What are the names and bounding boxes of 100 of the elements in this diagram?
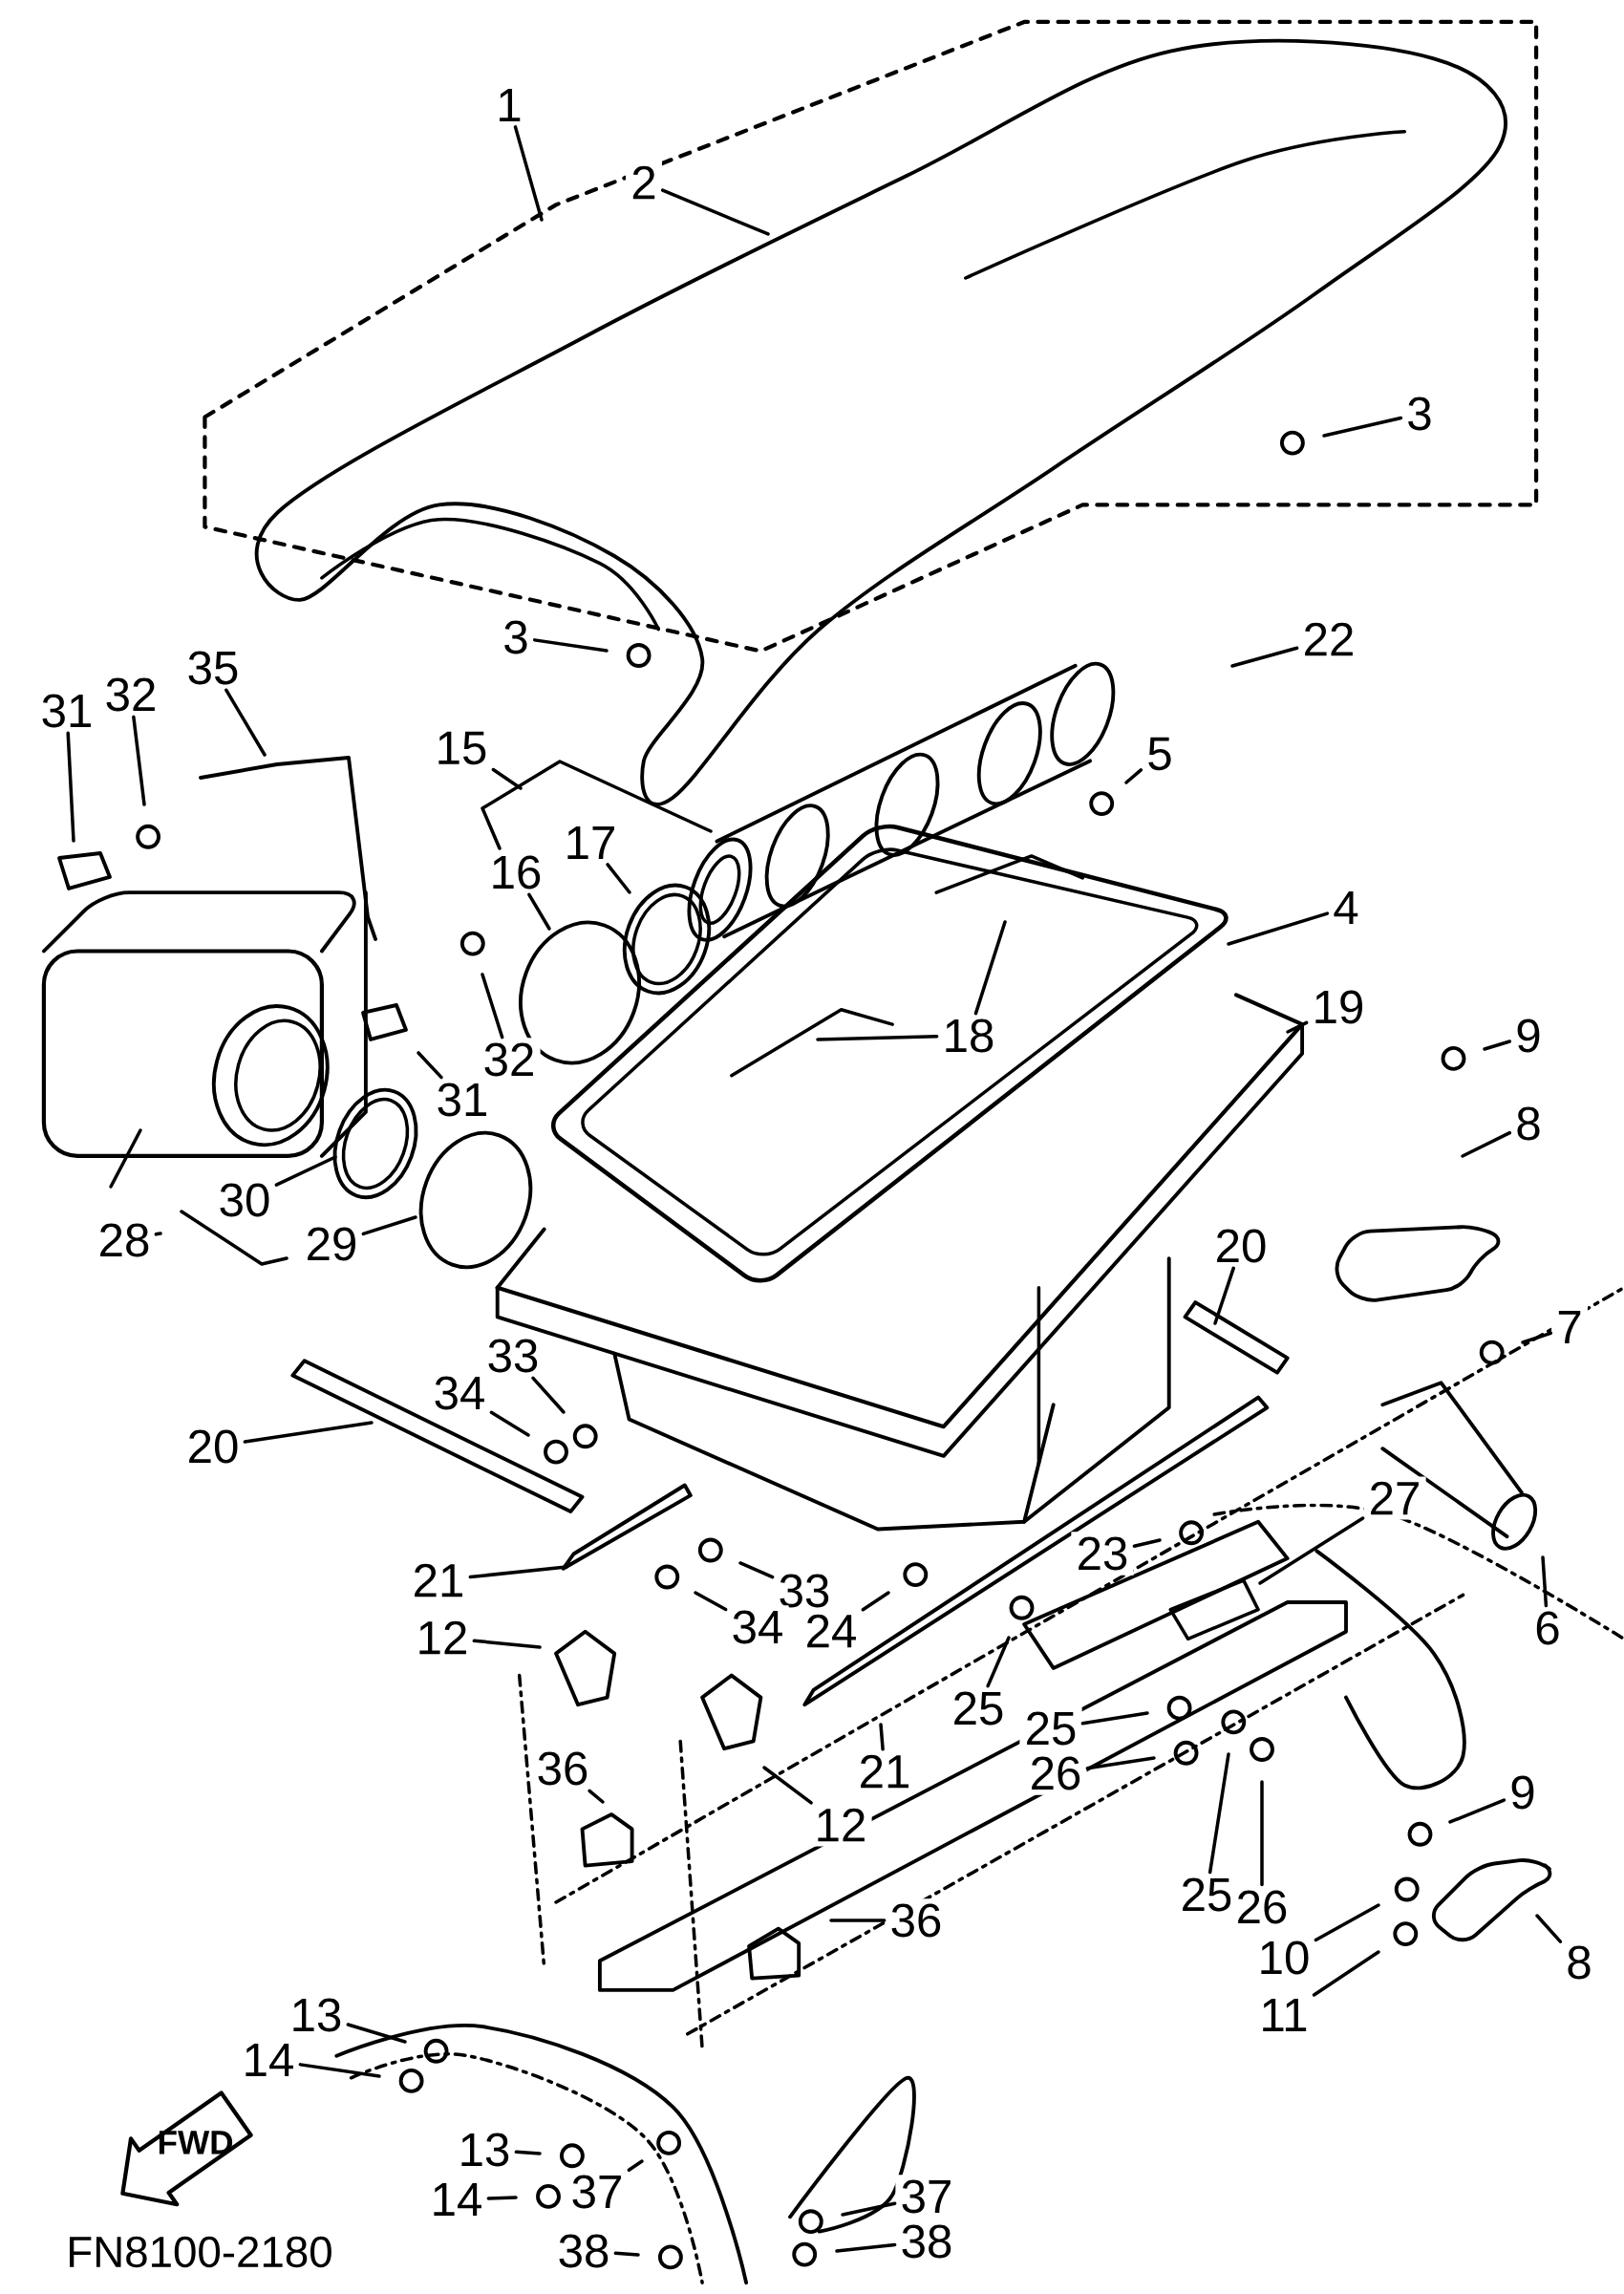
callout-number: 31 <box>35 689 98 733</box>
callout-number: 23 <box>1071 1532 1134 1576</box>
callout-number: 21 <box>853 1749 916 1793</box>
callout-number: 12 <box>809 1803 872 1847</box>
leader-line <box>1314 1903 1380 1942</box>
leader-line <box>489 1410 530 1437</box>
leader-line <box>879 1723 885 1751</box>
leader-line <box>1260 1780 1264 1887</box>
callout-number: 25 <box>947 1686 1010 1730</box>
leader-line <box>627 2159 644 2173</box>
callout-number: 9 <box>1505 1770 1541 1814</box>
callout-number: 28 <box>93 1218 156 1262</box>
leader-line <box>1258 1516 1365 1585</box>
callout-number: 14 <box>425 2177 488 2221</box>
leader-line <box>1541 1555 1549 1608</box>
leader-line <box>361 1215 417 1236</box>
leader-line <box>606 863 631 894</box>
callout-number: 22 <box>1297 617 1360 661</box>
leader-line <box>660 188 770 236</box>
callout-number: 25 <box>1019 1706 1082 1750</box>
leader-line <box>274 1155 337 1187</box>
leader-line <box>298 2063 381 2078</box>
callout-number: 3 <box>1401 392 1438 436</box>
leader-line <box>66 731 75 843</box>
leader-line <box>1461 1130 1512 1158</box>
leader-line <box>481 973 504 1040</box>
leader-line <box>472 1639 542 1649</box>
leader-line <box>816 1035 939 1041</box>
leader-line <box>468 1565 568 1579</box>
leader-line <box>738 1561 775 1579</box>
leader-line <box>588 1789 605 1804</box>
callout-number: 4 <box>1328 886 1364 930</box>
callout-number: 13 <box>453 2128 516 2172</box>
callout-number: 38 <box>552 2229 615 2273</box>
leader-line <box>861 1591 890 1612</box>
leader-line <box>243 1421 374 1444</box>
callout-number: 9 <box>1510 1014 1547 1058</box>
figure-code: FN8100-2180 <box>70 2236 331 2268</box>
leader-line <box>829 1919 887 1922</box>
leader-line <box>531 1376 566 1414</box>
callout-number: 5 <box>1142 732 1178 776</box>
leader-line <box>132 715 146 806</box>
leader-line <box>1286 1020 1309 1034</box>
leader-line <box>835 2242 897 2253</box>
leader-line <box>346 2023 407 2044</box>
callout-number: 7 <box>1551 1305 1588 1349</box>
callout-number: 20 <box>1209 1224 1272 1268</box>
callout-number: 6 <box>1529 1606 1566 1650</box>
callout-number: 26 <box>1230 1885 1293 1929</box>
leader-line <box>417 1051 443 1080</box>
leader-line <box>486 2196 518 2200</box>
leader-line <box>1132 1538 1162 1548</box>
leader-line <box>1124 768 1143 784</box>
leader-line <box>1085 1756 1156 1770</box>
callout-number: 18 <box>937 1014 1000 1058</box>
leader-line <box>986 1636 1011 1688</box>
callout-number: 2 <box>626 161 662 204</box>
leader-line <box>1521 1331 1553 1344</box>
callout-number: 19 <box>1307 985 1370 1029</box>
callout-number: 37 <box>895 2175 958 2219</box>
leader-line <box>1230 646 1299 668</box>
callout-number: 26 <box>1024 1751 1087 1795</box>
callout-number: 21 <box>407 1558 470 1602</box>
callout-number: 11 <box>1254 1993 1314 2037</box>
callout-number: 1 <box>491 83 527 127</box>
leader-line <box>694 1591 728 1612</box>
leader-line <box>973 920 1007 1016</box>
leader-line <box>1535 1914 1563 1943</box>
leader-line <box>613 2251 640 2257</box>
callout-number: 17 <box>559 821 622 865</box>
leader-line <box>527 892 551 931</box>
callout-number: 36 <box>885 1898 948 1942</box>
callout-number: 13 <box>285 1993 348 2037</box>
callout-number: 16 <box>484 850 547 894</box>
leader-line <box>513 125 544 222</box>
callout-number: 32 <box>99 673 162 717</box>
callout-number: 15 <box>430 726 493 770</box>
leader-line <box>1312 1950 1380 1997</box>
callout-number: 36 <box>531 1747 594 1790</box>
leader-line <box>1213 1266 1235 1325</box>
callout-number: 37 <box>566 2170 629 2214</box>
callout-number: 10 <box>1252 1936 1315 1980</box>
leader-line <box>224 688 267 757</box>
leader-line <box>1227 911 1330 946</box>
leader-line <box>762 1766 813 1805</box>
callout-number: 30 <box>213 1178 276 1222</box>
leader-line <box>1483 1040 1512 1051</box>
leader-line <box>1448 1798 1506 1824</box>
leader-line <box>514 2150 542 2155</box>
callout-number: 8 <box>1561 1940 1597 1984</box>
leader-line <box>841 2201 897 2217</box>
leader-line <box>1080 1711 1149 1726</box>
callout-number: 14 <box>237 2038 300 2082</box>
callout-number: 3 <box>498 615 534 659</box>
callout-number: 12 <box>411 1616 474 1660</box>
callout-number: 20 <box>182 1425 245 1469</box>
leader-line <box>1207 1752 1230 1875</box>
leader-line <box>532 638 609 653</box>
leader-line <box>491 767 523 790</box>
callout-number: 24 <box>800 1609 863 1653</box>
